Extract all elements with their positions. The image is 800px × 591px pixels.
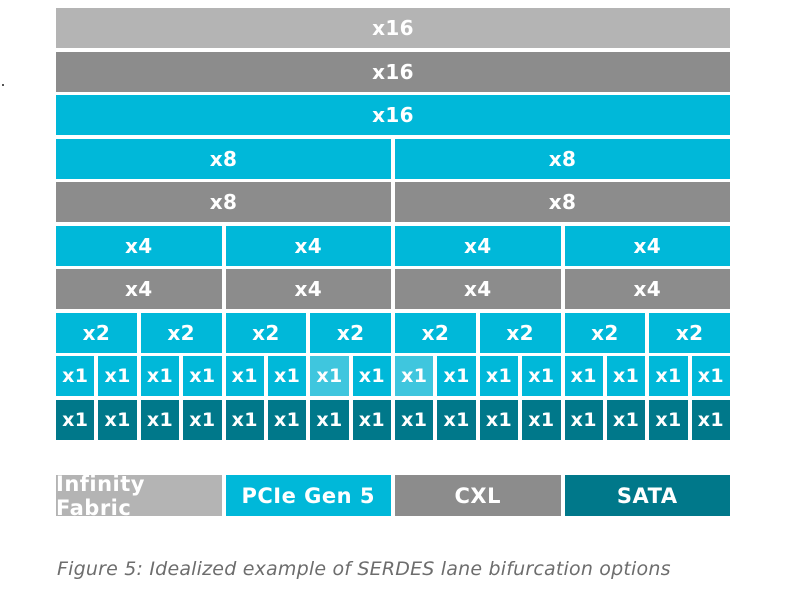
lane-row-3: x16 bbox=[56, 95, 730, 135]
lane-segment-x8: x8 bbox=[56, 182, 391, 222]
lane-segment-x1: x1 bbox=[437, 356, 476, 396]
lane-segment-x1: x1 bbox=[310, 400, 349, 440]
lane-segment-x2: x2 bbox=[564, 313, 646, 353]
legend-sata: SATA bbox=[564, 475, 730, 516]
lane-segment-x1: x1 bbox=[437, 400, 476, 440]
lane-segment-x4: x4 bbox=[56, 226, 222, 266]
lane-segment-x1: x1 bbox=[522, 356, 561, 396]
figure-caption: Figure 5: Idealized example of SERDES la… bbox=[57, 558, 671, 580]
lane-segment-x1: x1 bbox=[310, 356, 349, 396]
lane-segment-x4: x4 bbox=[564, 226, 730, 266]
lane-segment-x4: x4 bbox=[395, 269, 561, 309]
lane-segment-x1: x1 bbox=[56, 400, 95, 440]
lane-segment-x1: x1 bbox=[140, 400, 180, 440]
legend-cxl: CXL bbox=[395, 475, 561, 516]
legend-pcie: PCIe Gen 5 bbox=[225, 475, 391, 516]
lane-segment-x2: x2 bbox=[140, 313, 222, 353]
lane-segment-x1: x1 bbox=[649, 356, 688, 396]
lane-segment-x1: x1 bbox=[225, 356, 264, 396]
lane-segment-x1: x1 bbox=[140, 356, 180, 396]
lane-segment-x16: x16 bbox=[56, 8, 730, 48]
lane-segment-x8: x8 bbox=[395, 182, 730, 222]
lane-segment-x1: x1 bbox=[183, 400, 222, 440]
lane-segment-x1: x1 bbox=[691, 356, 730, 396]
lane-segment-x1: x1 bbox=[606, 356, 646, 396]
lane-segment-x1: x1 bbox=[267, 356, 307, 396]
lane-segment-x4: x4 bbox=[225, 226, 391, 266]
lane-segment-x1: x1 bbox=[691, 400, 730, 440]
lane-segment-x1: x1 bbox=[395, 400, 434, 440]
lane-segment-x4: x4 bbox=[395, 226, 561, 266]
lane-segment-x2: x2 bbox=[649, 313, 730, 353]
lane-segment-x1: x1 bbox=[522, 400, 561, 440]
lane-segment-x8: x8 bbox=[395, 139, 730, 179]
lane-row-1: x16 bbox=[56, 8, 730, 48]
legend-infinity-fabric: Infinity Fabric bbox=[56, 472, 222, 520]
lane-segment-x4: x4 bbox=[564, 269, 730, 309]
lane-segment-x1: x1 bbox=[479, 400, 519, 440]
lane-segment-x1: x1 bbox=[98, 356, 137, 396]
lane-segment-x8: x8 bbox=[56, 139, 391, 179]
lane-segment-x2: x2 bbox=[479, 313, 561, 353]
lane-segment-x1: x1 bbox=[479, 356, 519, 396]
lane-segment-x1: x1 bbox=[564, 400, 603, 440]
lane-segment-x1: x1 bbox=[98, 400, 137, 440]
lane-segment-x2: x2 bbox=[395, 313, 476, 353]
lane-segment-x16: x16 bbox=[56, 95, 730, 135]
lane-segment-x4: x4 bbox=[225, 269, 391, 309]
lane-row-2: x16 bbox=[56, 52, 730, 92]
lane-segment-x4: x4 bbox=[56, 269, 222, 309]
lane-segment-x1: x1 bbox=[352, 400, 391, 440]
lane-segment-x1: x1 bbox=[352, 356, 391, 396]
lane-segment-x1: x1 bbox=[183, 356, 222, 396]
lane-segment-x2: x2 bbox=[310, 313, 391, 353]
lane-segment-x1: x1 bbox=[267, 400, 307, 440]
lane-segment-x1: x1 bbox=[395, 356, 434, 396]
lane-segment-x1: x1 bbox=[564, 356, 603, 396]
stray-dot bbox=[2, 84, 4, 86]
lane-segment-x1: x1 bbox=[56, 356, 95, 396]
lane-segment-x2: x2 bbox=[225, 313, 307, 353]
lane-segment-x2: x2 bbox=[56, 313, 137, 353]
lane-segment-x1: x1 bbox=[649, 400, 688, 440]
lane-segment-x1: x1 bbox=[225, 400, 264, 440]
lane-segment-x16: x16 bbox=[56, 52, 730, 92]
lane-segment-x1: x1 bbox=[606, 400, 646, 440]
